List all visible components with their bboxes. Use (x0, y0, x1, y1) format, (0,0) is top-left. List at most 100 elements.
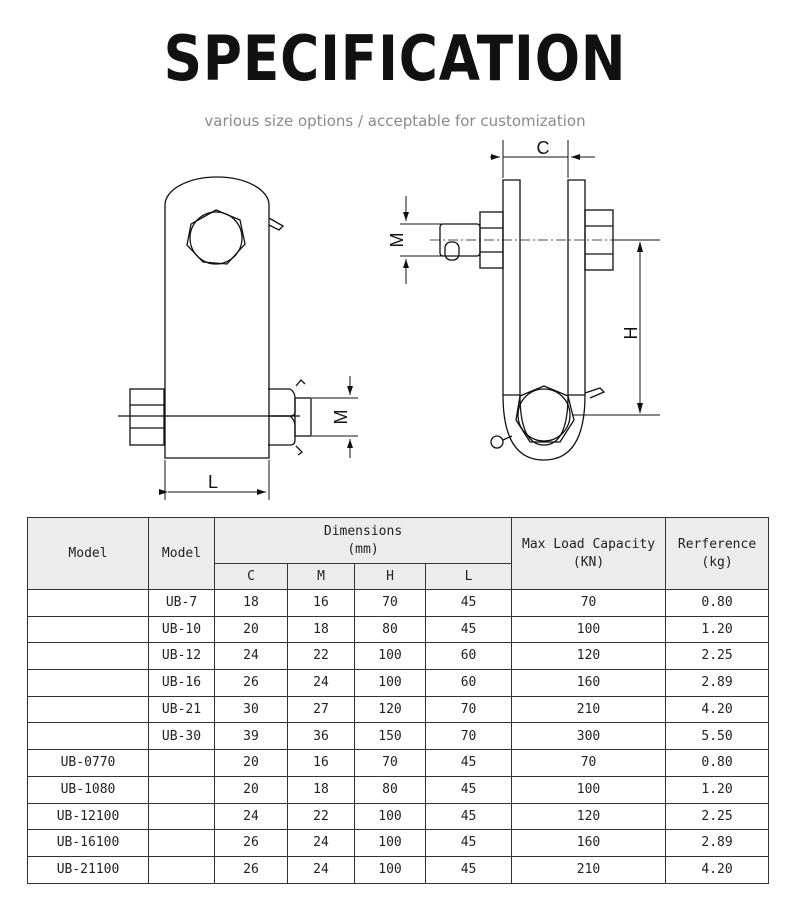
cell-weight: 1.20 (665, 615, 770, 644)
cell-max-load: 120 (511, 802, 667, 831)
cell-weight: 2.25 (665, 802, 770, 831)
dim-label-h: H (621, 327, 641, 340)
dim-label-c: C (537, 138, 550, 158)
cell-l: 60 (424, 642, 513, 671)
cell-model-ub: UB-16 (148, 669, 215, 697)
dim-label-m-front: M (331, 410, 351, 425)
cell-m: 36 (287, 722, 355, 751)
cell-max-load: 100 (511, 775, 667, 804)
cell-weight: 1.20 (665, 775, 770, 804)
cell-c: 30 (214, 695, 288, 724)
cell-m: 18 (287, 775, 355, 804)
cell-model-ub (148, 749, 215, 777)
cell-l: 45 (424, 775, 513, 804)
cell-m: 27 (287, 695, 355, 724)
cell-m: 24 (287, 669, 355, 697)
cell-h: 80 (354, 775, 426, 804)
cell-h: 100 (354, 642, 426, 671)
cell-l: 45 (424, 829, 513, 857)
cell-m: 16 (287, 589, 355, 617)
cell-model-ub (148, 802, 215, 831)
header-model: Model (27, 517, 149, 590)
cell-c: 18 (214, 589, 288, 617)
cell-model-ub (148, 855, 215, 884)
front-view (118, 176, 358, 500)
cell-max-load: 300 (511, 722, 667, 751)
cell-c: 20 (214, 615, 288, 644)
cell-c: 26 (214, 855, 288, 884)
cell-weight: 4.20 (665, 695, 770, 724)
cell-weight: 2.89 (665, 669, 770, 697)
cell-model-ub (148, 775, 215, 804)
cell-c: 26 (214, 829, 288, 857)
cell-l: 70 (424, 722, 513, 751)
cell-h: 150 (354, 722, 426, 751)
header-dim-c: C (214, 563, 288, 590)
cell-m: 18 (287, 615, 355, 644)
cell-model (27, 642, 149, 671)
page-title: SPECIFICATION (163, 22, 627, 95)
cell-h: 100 (354, 669, 426, 697)
cell-model (27, 722, 149, 751)
cell-weight: 0.80 (665, 589, 770, 617)
header-dim-h: H (354, 563, 426, 590)
cell-model: UB-1080 (27, 775, 149, 804)
cell-l: 45 (424, 589, 513, 617)
cell-model: UB-16100 (27, 829, 149, 857)
cell-l: 45 (424, 802, 513, 831)
top-bolt-head (186, 209, 246, 265)
cell-weight: 2.89 (665, 829, 770, 857)
clevis-body (164, 176, 270, 459)
cell-c: 24 (214, 802, 288, 831)
bottom-bolt (118, 379, 312, 456)
header-dimensions: Dimensions (mm) (213, 517, 513, 564)
cell-max-load: 70 (511, 589, 667, 617)
cell-m: 24 (287, 855, 355, 884)
cell-c: 39 (214, 722, 288, 751)
cell-weight: 5.50 (665, 722, 770, 751)
cell-l: 45 (424, 855, 513, 884)
cell-max-load: 160 (511, 829, 667, 857)
cell-model: UB-0770 (27, 749, 149, 777)
cell-m: 22 (287, 642, 355, 671)
cell-model-ub: UB-7 (148, 589, 215, 617)
cell-m: 16 (287, 749, 355, 777)
cell-max-load: 160 (511, 669, 667, 697)
cell-weight: 0.80 (665, 749, 770, 777)
spec-table: Model Model Dimensions (mm) Max Load Cap… (27, 517, 770, 884)
cell-m: 22 (287, 802, 355, 831)
cell-max-load: 210 (511, 855, 667, 884)
header-reference-weight: Rerference (kg) (665, 517, 770, 590)
cell-h: 100 (354, 829, 426, 857)
cell-l: 70 (424, 695, 513, 724)
cell-c: 20 (214, 749, 288, 777)
cell-model: UB-21100 (27, 855, 149, 884)
cell-m: 24 (287, 829, 355, 857)
cell-max-load: 100 (511, 615, 667, 644)
cell-model-ub (148, 829, 215, 857)
dim-label-l: L (208, 472, 218, 492)
header-max-load: Max Load Capacity (KN) (511, 517, 667, 590)
side-view (400, 140, 660, 461)
cell-h: 70 (354, 589, 426, 617)
cell-model (27, 695, 149, 724)
cell-h: 70 (354, 749, 426, 777)
cell-l: 45 (424, 615, 513, 644)
page-subtitle: various size options / acceptable for cu… (204, 112, 586, 130)
cell-c: 26 (214, 669, 288, 697)
cell-model (27, 615, 149, 644)
technical-drawing: C L M M H (118, 138, 660, 500)
cell-l: 45 (424, 749, 513, 777)
cell-max-load: 70 (511, 749, 667, 777)
cell-weight: 2.25 (665, 642, 770, 671)
